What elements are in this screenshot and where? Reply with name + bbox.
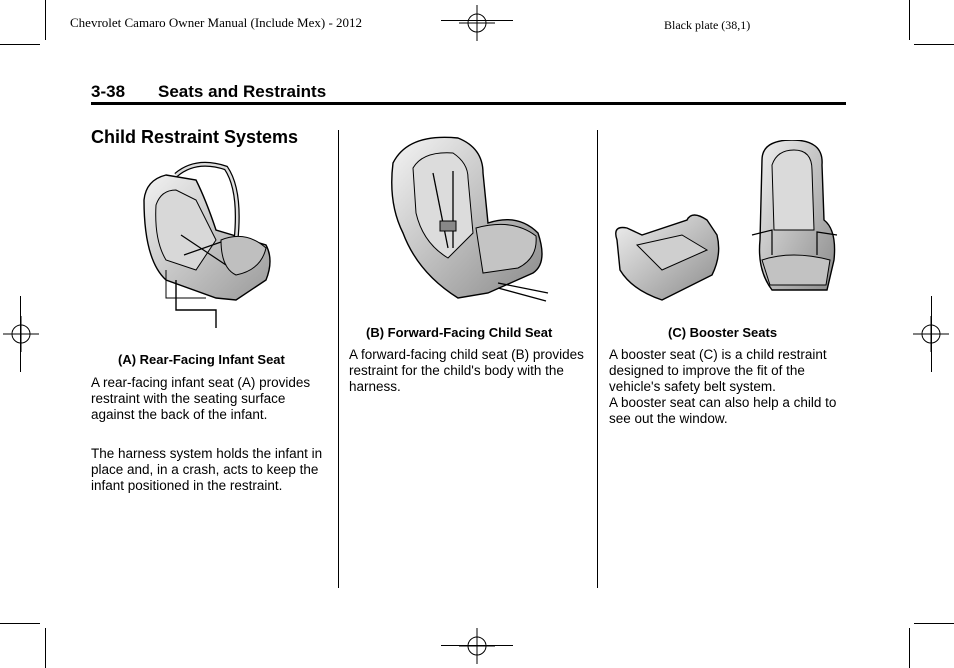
crop-mark-left-mid bbox=[20, 296, 21, 372]
crop-mark-bottom-right-v bbox=[909, 628, 910, 668]
crop-mark-right-mid bbox=[931, 296, 932, 372]
crop-mark-bottom-right-h bbox=[914, 623, 954, 624]
column-divider bbox=[338, 130, 339, 588]
figure-caption-b: (B) Forward-Facing Child Seat bbox=[366, 325, 553, 340]
column-divider bbox=[597, 130, 598, 588]
crosshair-registration-icon bbox=[459, 628, 495, 664]
print-slug-left: Chevrolet Camaro Owner Manual (Include M… bbox=[70, 15, 363, 30]
paragraph-b1: A forward-facing child seat (B) provides… bbox=[349, 347, 584, 394]
crop-mark-top-left-v bbox=[45, 0, 46, 40]
crosshair-registration-icon bbox=[459, 5, 495, 41]
crop-mark-top-right-h bbox=[914, 44, 954, 45]
forward-facing-child-seat-icon bbox=[388, 133, 550, 305]
figure-caption-a: (A) Rear-Facing Infant Seat bbox=[118, 352, 285, 367]
page-title: Child Restraint Systems bbox=[91, 127, 299, 147]
print-slug-right: Black plate (38,1) bbox=[664, 18, 751, 32]
crop-mark-bottom-left-h bbox=[0, 623, 40, 624]
crop-mark-top-left-h bbox=[0, 44, 40, 45]
page-number: 3-38 bbox=[91, 82, 126, 101]
rear-facing-infant-seat-icon bbox=[136, 160, 276, 330]
booster-seats-icon bbox=[612, 140, 840, 305]
paragraph-a2: The harness system holds the infant in p… bbox=[91, 446, 323, 493]
crop-mark-top-right-v bbox=[909, 0, 910, 40]
paragraph-c1: A booster seat (C) is a child restraint … bbox=[609, 347, 827, 394]
paragraph-c2: A booster seat can also help a child to … bbox=[609, 395, 837, 426]
crop-mark-top-mid bbox=[441, 20, 513, 21]
figure-caption-c: (C) Booster Seats bbox=[668, 325, 778, 340]
page-header: 3-38 Seats and Restraints bbox=[91, 81, 846, 105]
crop-mark-bottom-mid bbox=[441, 645, 513, 646]
crosshair-registration-icon bbox=[3, 316, 39, 352]
crop-mark-bottom-left-v bbox=[45, 628, 46, 668]
paragraph-a1: A rear-facing infant seat (A) provides r… bbox=[91, 375, 311, 422]
section-title: Seats and Restraints bbox=[158, 82, 327, 101]
